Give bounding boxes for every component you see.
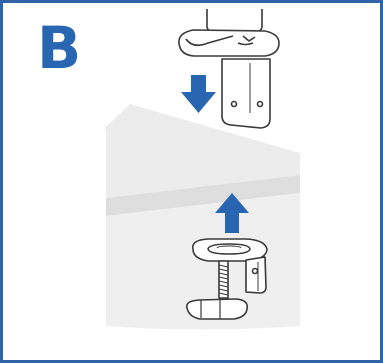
clamp-bracket-part — [185, 238, 268, 320]
arrow-up-icon — [215, 193, 249, 233]
desk-front-face — [106, 193, 300, 330]
arrow-down-icon — [181, 75, 216, 113]
desk-edge — [106, 175, 300, 216]
arm-base-part — [178, 9, 280, 129]
desk-top-surface — [105, 104, 300, 198]
step-label: B — [37, 14, 82, 82]
assembly-illustration — [105, 9, 300, 330]
